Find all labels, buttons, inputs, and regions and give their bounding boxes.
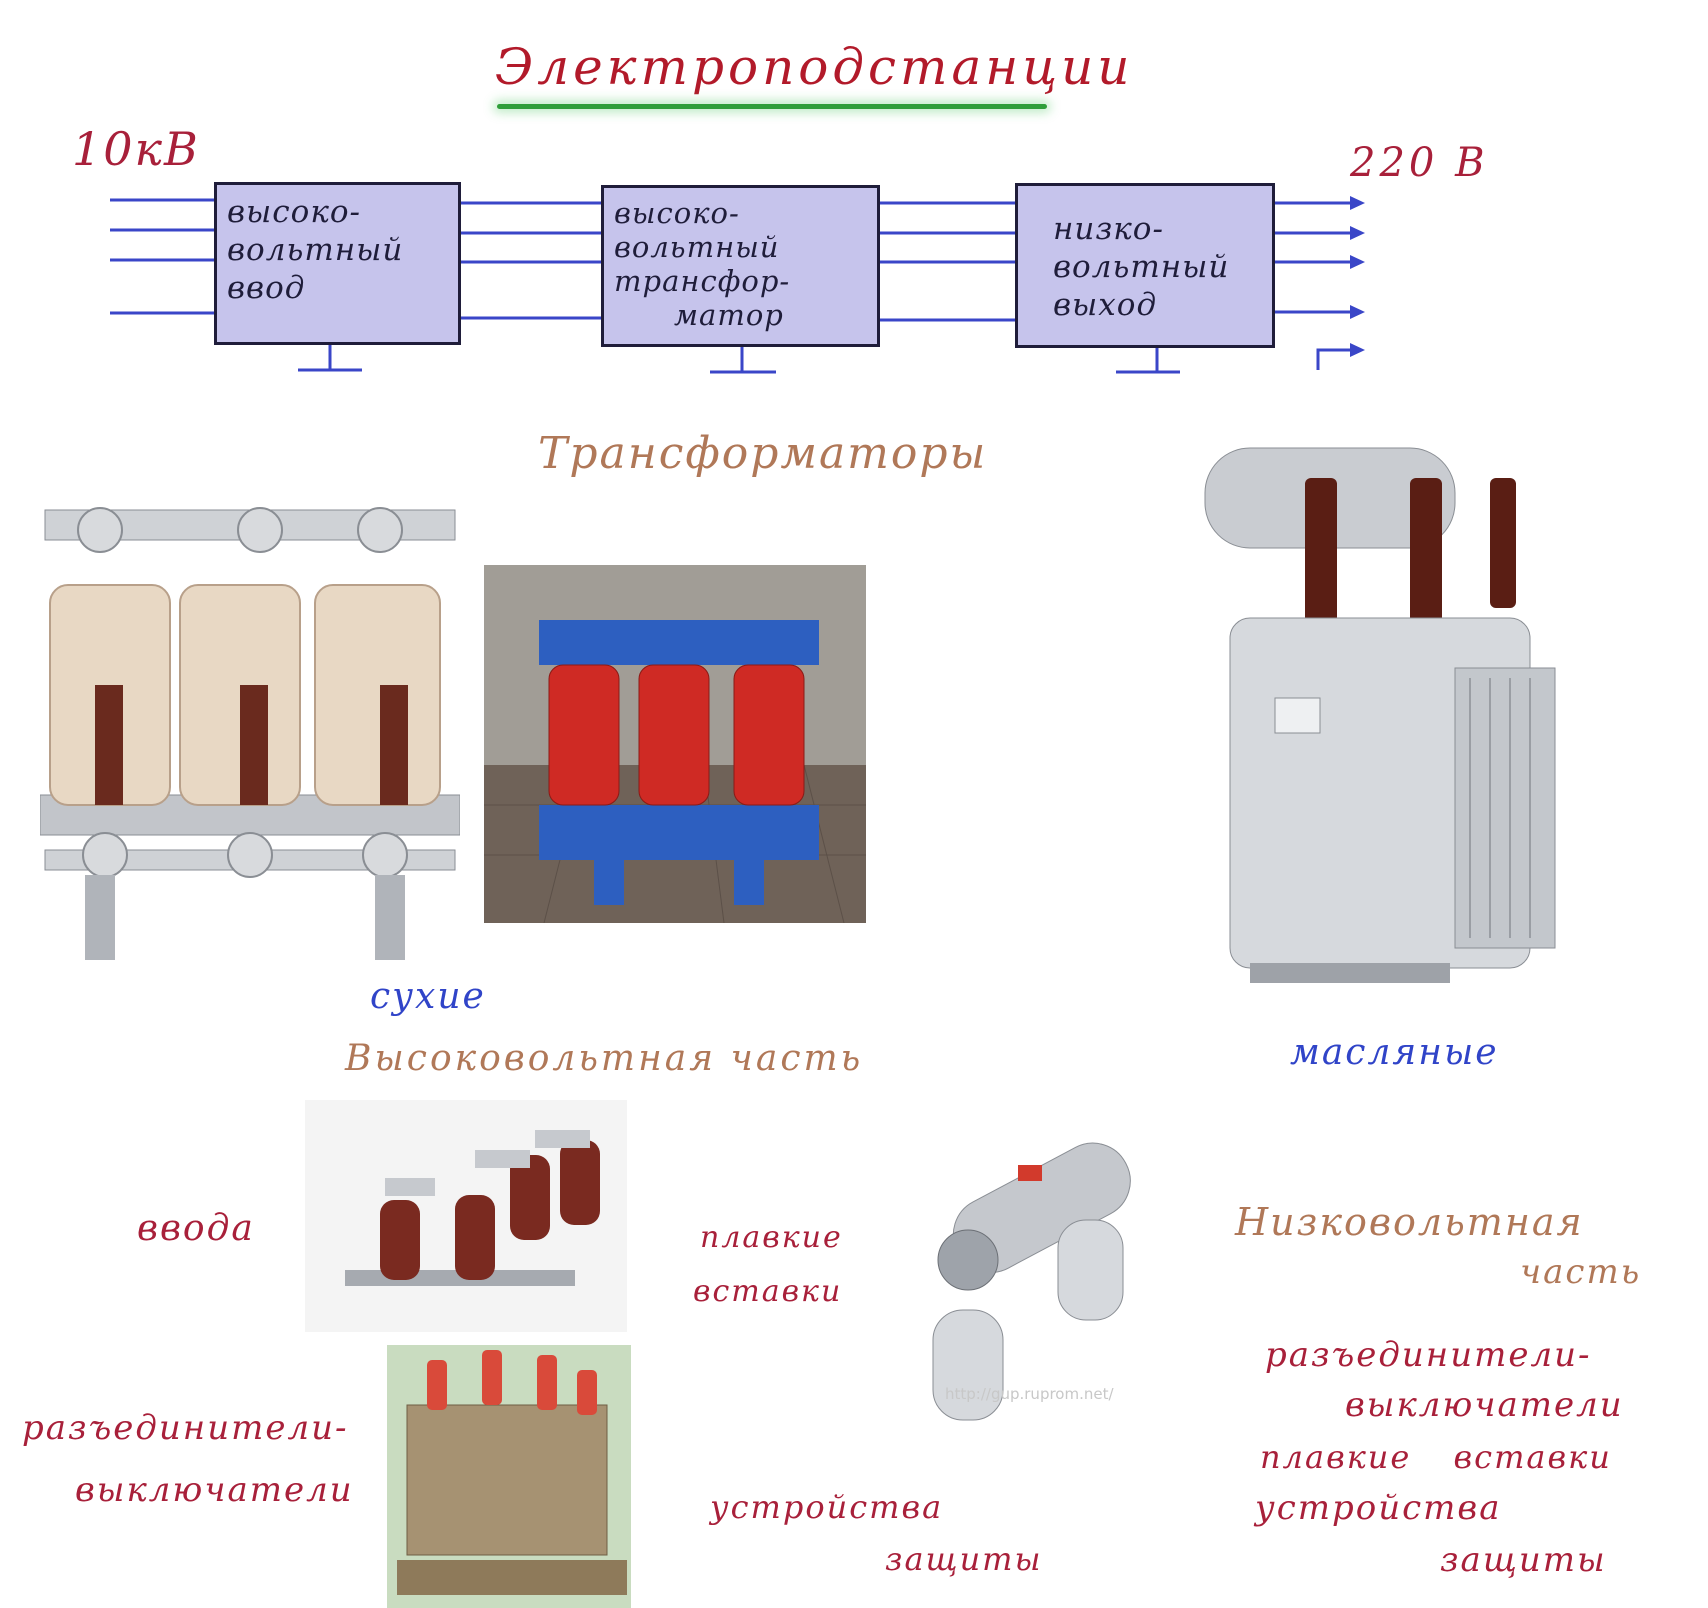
disconnectors-label-1: разъединители- <box>22 1408 349 1448</box>
lv-list-item-5: защиты <box>1440 1540 1607 1580</box>
inputs-label: ввода <box>137 1208 255 1249</box>
lv-list-item-1: разъединители- <box>1265 1335 1592 1375</box>
hv-part-heading: Высоковольтная часть <box>345 1038 864 1079</box>
transformers-heading: Трансформаторы <box>538 428 988 479</box>
input-voltage-label: 10кВ <box>72 122 200 176</box>
hv-transformer-line-4: матор <box>674 298 784 332</box>
lv-output-block: низко- вольтный выход <box>1015 183 1275 348</box>
watermark: http://gup.ruprom.net/ <box>945 1385 1114 1403</box>
hv-transformer-line-1: высоко- <box>614 196 740 230</box>
dry-label: сухие <box>370 976 486 1017</box>
protection-label-2: защиты <box>885 1540 1043 1578</box>
hv-transformer-line-2: вольтный <box>614 230 780 264</box>
fuses-label-1: плавкие <box>700 1220 843 1255</box>
dry-transformer-image <box>40 455 460 965</box>
oil-label: масляные <box>1290 1032 1499 1073</box>
fuses-label-2: вставки <box>693 1274 843 1309</box>
hv-inputs-image <box>305 1100 627 1332</box>
hv-transformer-block: высоко- вольтный трансфор- матор <box>601 185 880 347</box>
title-underline <box>497 104 1047 109</box>
protection-label-1: устройства <box>710 1488 944 1526</box>
oil-transformer-image <box>1190 418 1590 1008</box>
output-voltage-label: 220 В <box>1350 140 1489 186</box>
hv-input-block: высоко- вольтный ввод <box>214 182 461 345</box>
cast-resin-transformer-image <box>484 565 866 923</box>
disconnector-switch-image <box>387 1345 631 1608</box>
disconnectors-label-2: выключатели <box>75 1470 354 1510</box>
hv-input-line-3: ввод <box>227 270 306 306</box>
hv-transformer-line-3: трансфор- <box>614 264 791 298</box>
lv-output-line-3: выход <box>1053 287 1158 323</box>
lv-part-heading-2: часть <box>1520 1252 1642 1292</box>
hv-input-line-1: высоко- <box>227 194 361 230</box>
lv-list-item-3: плавкие вставки <box>1260 1438 1612 1476</box>
hv-input-line-2: вольтный <box>227 232 404 268</box>
lv-part-heading-1: Низковольтная <box>1235 1200 1584 1244</box>
lv-list-item-4: устройства <box>1255 1488 1502 1528</box>
lv-output-line-2: вольтный <box>1053 249 1230 285</box>
page-title: Электроподстанции <box>495 38 1134 96</box>
lv-list-item-2: выключатели <box>1345 1385 1624 1425</box>
hv-fuse-image <box>918 1110 1148 1440</box>
lv-output-line-1: низко- <box>1053 211 1164 247</box>
